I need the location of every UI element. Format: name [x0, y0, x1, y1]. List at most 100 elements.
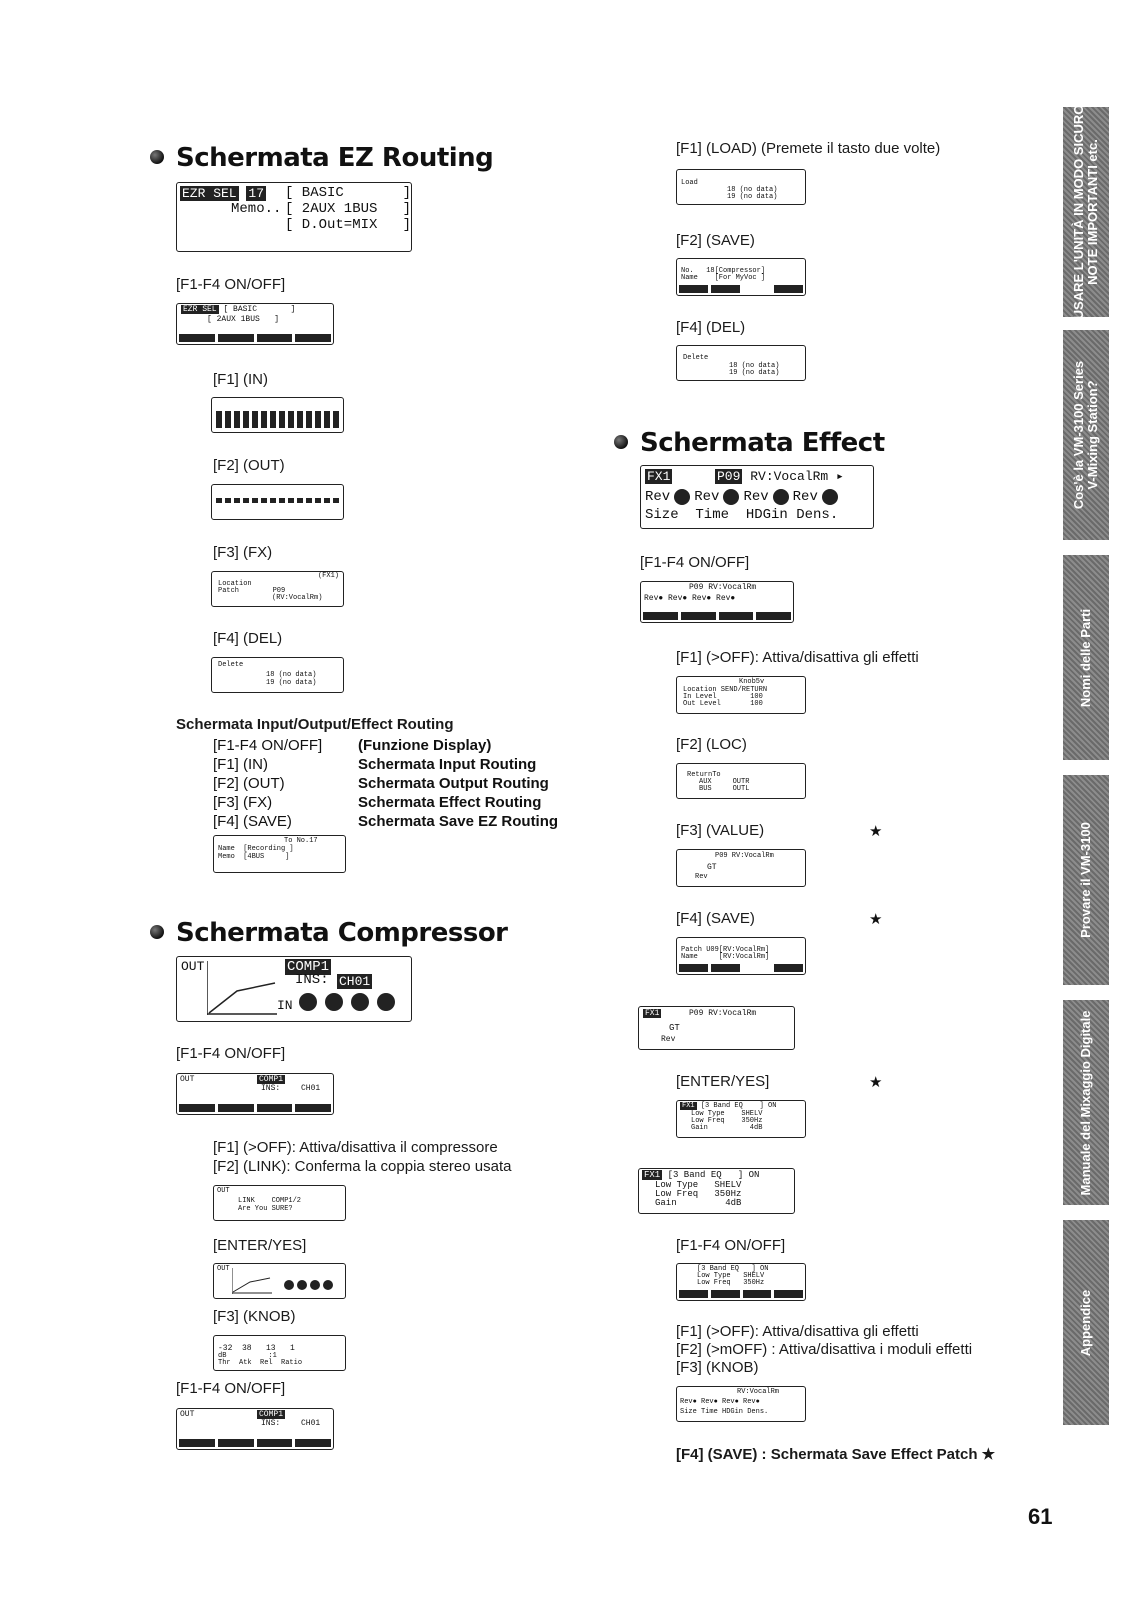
tab-mixaggio[interactable]: Manuale del Mixaggio Digitale: [1063, 1000, 1109, 1205]
eq-l1: [3 Band EQ ] ON: [700, 1102, 777, 1110]
tab-provare[interactable]: Provare il VM-3100: [1063, 775, 1109, 985]
eq-big-l1: [3 Band EQ ] ON: [667, 1170, 760, 1180]
comp-tag: COMP1: [285, 959, 332, 975]
tab-label: Manuale del Mixaggio Digitale: [1078, 1010, 1093, 1195]
fx-l4: (RV:VocalRm): [272, 594, 323, 602]
comp-knobs: [299, 993, 395, 1011]
routing-table: [F1-F4 ON/OFF](Funzione Display) [F1] (I…: [213, 736, 558, 831]
small-line1: [ BASIC ]: [223, 305, 296, 314]
eq-small2-lcd: [3 Band EQ ] ON Low Type SHELV Low Freq …: [676, 1263, 806, 1301]
knob-icon: [284, 1280, 294, 1290]
eq-l4: Gain 4dB: [691, 1124, 763, 1132]
loc2-l3: BUS OUTL: [699, 785, 750, 793]
routing-val: Schermata Effect Routing: [358, 794, 542, 811]
compressor-heading: Schermata Compressor: [150, 918, 508, 948]
save-l1: No. 18[Compressor]: [681, 267, 766, 275]
comp-small-ch: CH01: [301, 1084, 321, 1093]
routing-key: [F3] (FX): [213, 794, 273, 811]
loc2-l1: ReturnTo: [687, 771, 721, 779]
del-l3: 19 (no data): [729, 369, 780, 377]
lcd-line1: [ BASIC ]: [285, 185, 412, 201]
eq-big-l3: Low Freq 350Hz: [655, 1189, 742, 1199]
comp-small-ins: INS:: [261, 1084, 281, 1093]
eq-small2-l2: Low Type SHELV: [697, 1272, 765, 1280]
lcd-memo: Memo..: [231, 201, 282, 217]
star-icon: ★: [869, 1074, 883, 1091]
effect-title: Schermata Effect: [640, 428, 885, 458]
comp-small-tag: COMP1: [257, 1410, 286, 1419]
function-bar: [179, 1104, 331, 1112]
eq-big-lcd: FX1 [3 Band EQ ] ON Low Type SHELV Low F…: [638, 1168, 795, 1214]
fx-routing-lcd: (FX1) Location Patch P09 (RV:VocalRm): [211, 571, 344, 607]
knob-label: Rev: [645, 489, 671, 505]
tab-label: Provare il VM-3100: [1078, 822, 1093, 938]
function-bar: [179, 1439, 331, 1447]
tab-label: Nomi delle Parti: [1078, 608, 1093, 707]
save-ez-lcd: To No.17 Name [Recording ] Memo [4BUS ]: [213, 835, 346, 873]
knob-icon: [674, 489, 691, 505]
fx-l3: Patch P09: [218, 587, 286, 595]
tab-label2: V-Mixing Station?: [1085, 380, 1100, 490]
knob-label: Rev: [743, 489, 769, 505]
star-icon: ★: [869, 911, 883, 928]
save2-l2: Name [RV:VocalRm]: [681, 953, 770, 961]
routing-row: [F1] (IN)Schermata Input Routing: [213, 755, 558, 774]
load-l3: 19 (no data): [727, 193, 778, 201]
comp-ins: INS:: [295, 972, 329, 988]
eq-tag: FX1: [680, 1102, 697, 1110]
value-patch: P09 RV:VocalRm: [715, 852, 774, 860]
del-l2: 18 (no data): [729, 362, 780, 370]
tab-nomi-parti[interactable]: Nomi delle Parti: [1063, 555, 1109, 760]
lcd-tags: EZR SEL 17: [180, 186, 267, 201]
ez-small-lcd: EZR SEL [ BASIC ] [ 2AUX 1BUS ]: [176, 303, 334, 345]
eq-l2: Low Type SHELV: [691, 1110, 763, 1118]
out-routing-lcd: [211, 484, 344, 520]
tab-label2: NOTE IMPORTANTI etc.: [1085, 139, 1100, 285]
knob-icon: [821, 489, 838, 505]
label-f1-in: [F1] (IN): [213, 371, 268, 388]
link-l1: LINK COMP1/2: [238, 1197, 302, 1205]
ez-routing-lcd: EZR SEL 17 [ BASIC ] Memo.. [ 2AUX 1BUS …: [176, 182, 412, 252]
effect-lcd: FX1 P09 RV:VocalRm ▸ Rev Rev Rev Rev Siz…: [640, 465, 874, 529]
label-f2-out: [F2] (OUT): [213, 457, 285, 474]
tab-appendice[interactable]: Appendice: [1063, 1220, 1109, 1425]
routing-val: Schermata Input Routing: [358, 756, 537, 773]
knob-icon: [723, 489, 740, 505]
label-f1f4-c: [F1-F4 ON/OFF]: [176, 1380, 286, 1397]
bullet-icon: [150, 925, 164, 939]
eq-big-l2: Low Type SHELV: [655, 1180, 742, 1190]
comp-f1-desc: [F1] (>OFF): Attiva/disattiva il compres…: [213, 1139, 498, 1156]
lcd-line2: [ 2AUX 1BUS ]: [285, 201, 412, 217]
load-l1: Load: [681, 179, 698, 187]
knob-vals: -32 38 13 1: [218, 1344, 295, 1353]
load-l2: 18 (no data): [727, 186, 778, 194]
effect2-f1-desc: [F1] (>OFF): Attiva/disattiva gli effett…: [676, 1323, 919, 1340]
value-eq: GT: [707, 863, 717, 872]
del-l3: 19 (no data): [266, 679, 317, 687]
loc-l1: Knob5v: [739, 678, 765, 686]
knob-icon: [377, 993, 395, 1011]
bullet-icon: [614, 435, 628, 449]
save-l2: Name [For MyVoc ]: [681, 274, 766, 282]
effect-knob-row: Rev Rev Rev Rev: [645, 489, 838, 505]
value2-patch: P09 RV:VocalRm: [689, 1009, 757, 1018]
routing-val: Schermata Output Routing: [358, 775, 549, 792]
loc-lcd: Knob5v Location SEND/RETURN In Level 100…: [676, 676, 806, 714]
effect-small-lcd: P09 RV:VocalRm Rev● Rev● Rev● Rev●: [640, 581, 794, 623]
knob-icon: [325, 993, 343, 1011]
fx-l2: Location: [218, 580, 252, 588]
effect-small-patch: RV:VocalRm: [708, 583, 757, 592]
knob-label: Rev: [792, 489, 818, 505]
knob-icon: [351, 993, 369, 1011]
routing-row: [F2] (OUT)Schermata Output Routing: [213, 774, 558, 793]
knob2-labels: Size Time HDGin Dens.: [680, 1408, 769, 1416]
comp-small-ins: INS:: [261, 1419, 281, 1428]
routing-key: [F4] (SAVE): [213, 813, 292, 830]
save-l1: To No.17: [284, 837, 318, 845]
loc-l2: Location SEND/RETURN: [683, 686, 768, 694]
lcd-tag-num: 17: [246, 186, 267, 201]
fx-l1: (FX1): [317, 572, 339, 580]
effect-heading: Schermata Effect: [614, 428, 885, 458]
